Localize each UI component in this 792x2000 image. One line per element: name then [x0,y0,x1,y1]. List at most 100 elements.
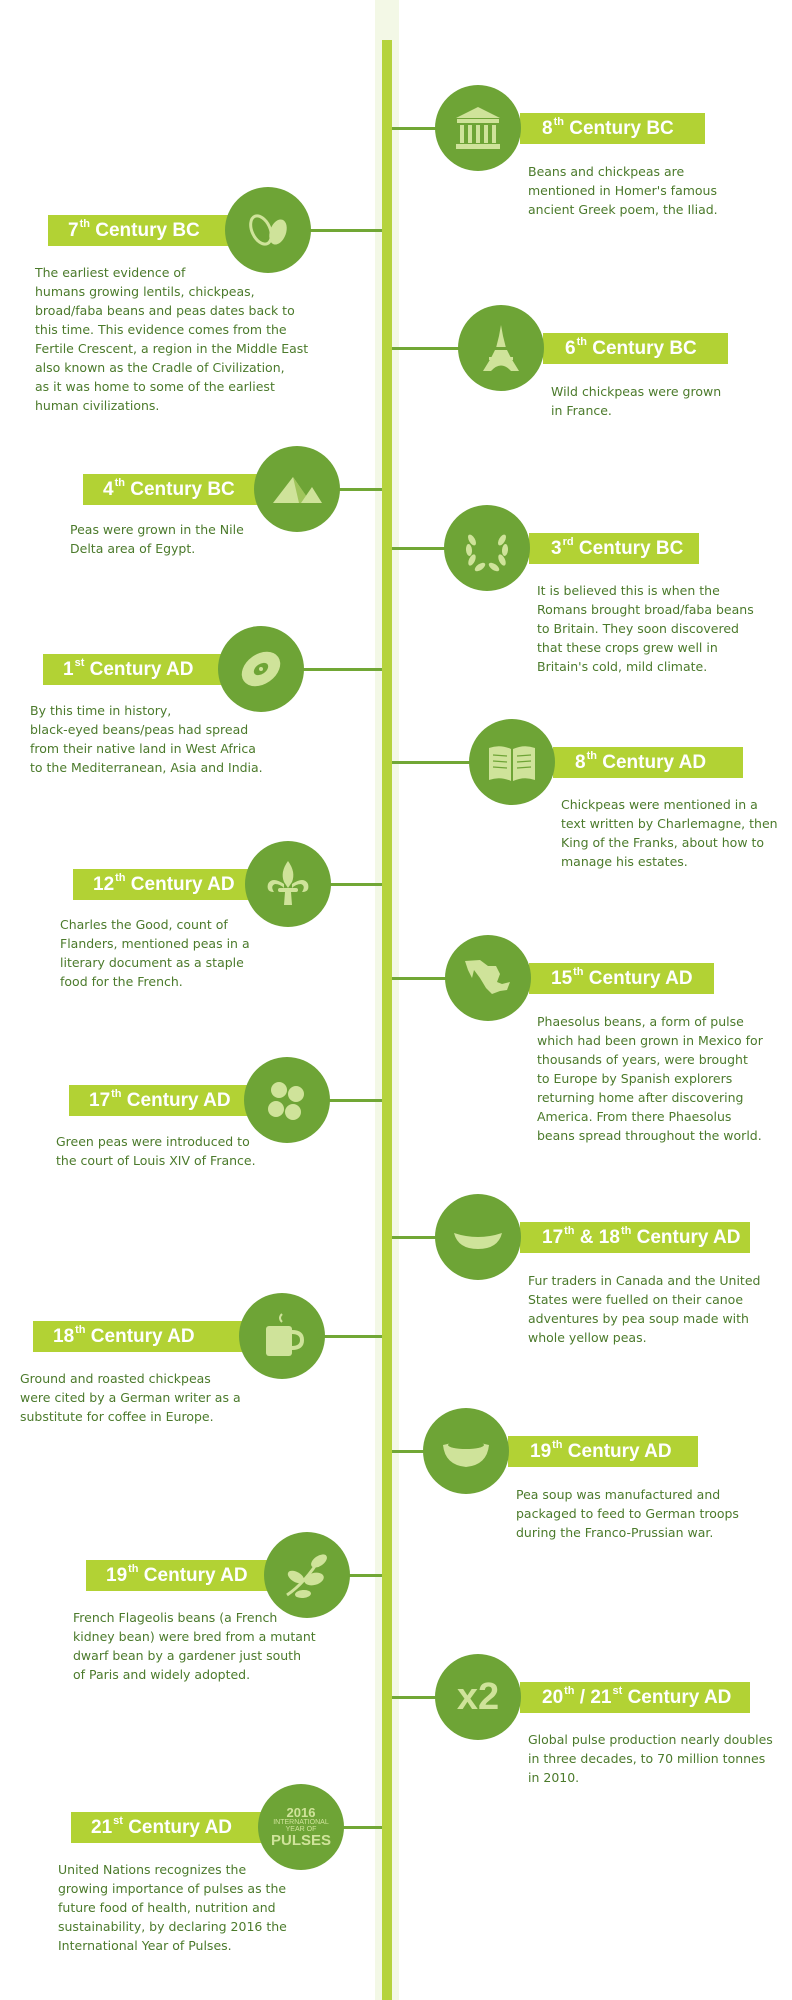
century-number: 20 [542,1687,564,1708]
century-label: 15th Century AD [529,963,714,994]
event-description: By this time in history, black-eyed bean… [30,703,263,775]
event-description: Phaesolus beans, a form of pulse which h… [537,1014,763,1143]
timeline-connector [282,1335,382,1338]
century-label: 7th Century BC [48,215,230,246]
event-description: The earliest evidence of humans growing … [35,265,309,413]
century-ordinal: th [115,872,126,884]
timeline-connector [392,761,512,764]
century-number: 7 [68,220,79,241]
iyp-pulses: PULSES [270,1832,331,1849]
century-label: 19th Century AD [86,1560,274,1591]
century-ordinal: th [111,1088,122,1100]
soup-bowl-icon [423,1408,509,1494]
century-era: Century BC [124,479,235,500]
century-era: Century AD [85,1326,195,1347]
century-number: 19 [530,1441,552,1462]
century-era: Century BC [573,538,684,559]
century-number-second: / 21 [574,1687,612,1708]
century-label: 8th Century AD [553,747,743,778]
times-two-icon: x2 [435,1654,521,1740]
temple-icon [435,85,521,171]
times-two-text: x2 [456,1675,500,1718]
century-era: Century AD [631,1227,741,1248]
century-era: Century AD [125,874,235,895]
black-eyed-pea-icon [218,626,304,712]
century-ordinal: th [564,1225,575,1237]
bean-plant-icon [264,1532,350,1618]
century-number: 21 [91,1817,113,1838]
event-description: It is believed this is when the Romans b… [537,583,754,674]
pyramids-icon [254,446,340,532]
century-number: 15 [551,968,573,989]
event-description: Charles the Good, count of Flanders, men… [60,917,250,989]
event-description: United Nations recognizes the growing im… [58,1862,287,1953]
timeline-entry: 8th Century BC Beans and chickpeas are me… [0,0,792,217]
event-description: Fur traders in Canada and the United Sta… [528,1273,761,1345]
timeline-connector [392,547,487,550]
laurel-wreath-icon [444,505,530,591]
century-ordinal: st [74,657,85,669]
century-label: 18th Century AD [33,1321,247,1352]
iyp-international: INTERNATIONAL YEAR OF [273,1819,329,1833]
timeline-entry: 17th & 18th Century AD Fur traders in Can… [0,0,792,1345]
century-ordinal: th [564,1685,575,1697]
century-ordinal-second: st [612,1685,623,1697]
century-ordinal-second: th [620,1225,632,1237]
event-description: Chickpeas were mentioned in a text writt… [561,797,778,869]
century-number: 12 [93,874,115,895]
century-era: Century AD [122,1817,233,1838]
century-label: 19th Century AD [508,1436,698,1467]
century-era: Century AD [121,1090,231,1111]
event-description: Beans and chickpeas are mentioned in Hom… [528,164,718,217]
timeline-entry: 8th Century AD Chickpeas were mentioned i… [0,0,792,869]
timeline-entry: 1st Century AD By this time in history, b… [0,0,792,775]
century-era: Century BC [563,118,674,139]
century-label: 17th & 18th Century AD [520,1222,750,1253]
event-description: Wild chickpeas were grown in France. [551,384,722,418]
century-number: 19 [106,1565,128,1586]
century-ordinal: th [586,750,597,762]
beans-icon [225,187,311,273]
green-peas-icon [244,1057,330,1143]
century-label: 3rd Century BC [529,533,699,564]
canoe-icon [435,1194,521,1280]
century-number: 17 [89,1090,111,1111]
timeline-entry: 3rd Century BC It is believed this is whe… [0,0,792,674]
century-number: 8 [542,118,553,139]
century-ordinal: th [552,1439,563,1451]
timeline-connector [392,977,488,980]
event-description: Peas were grown in the Nile Delta area o… [70,522,244,556]
century-label: 21st Century AD [71,1812,265,1843]
mexico-map-icon [445,935,531,1021]
century-number: 1 [63,659,74,680]
century-era: Century BC [586,338,697,359]
century-ordinal: rd [562,536,574,548]
event-description: Ground and roasted chickpeas were cited … [20,1371,241,1424]
century-label: 8th Century BC [520,113,705,144]
timeline-connector [261,668,382,671]
century-era: Century AD [622,1687,732,1708]
century-number: 18 [53,1326,75,1347]
century-number: 17 [542,1227,564,1248]
timeline-connector [288,883,382,886]
timeline-connector [392,347,501,350]
century-number: 6 [565,338,576,359]
coffee-mug-icon [239,1293,325,1379]
timeline-connector [268,229,382,232]
century-era: Century AD [583,968,693,989]
timeline-spine [382,40,392,2000]
century-ordinal: th [573,966,584,978]
century-label: 20th / 21st Century AD [520,1682,750,1713]
century-number: 3 [551,538,562,559]
century-era: Century BC [89,220,200,241]
century-label: 1st Century AD [43,654,229,685]
event-description: Green peas were introduced to the court … [56,1134,256,1168]
